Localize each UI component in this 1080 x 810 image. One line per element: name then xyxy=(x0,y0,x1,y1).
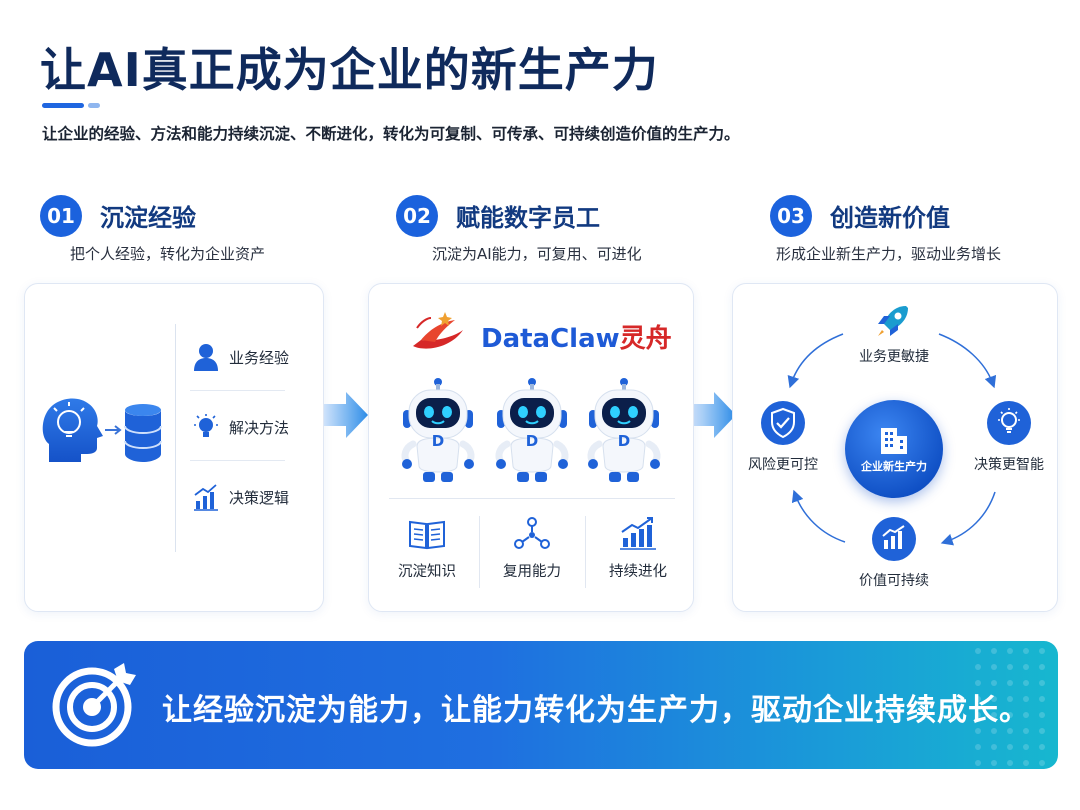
step-title: 赋能数字员工 xyxy=(456,204,600,232)
flow-arrow-icon xyxy=(324,392,368,438)
slogan-text: 让经验沉淀为能力，让能力转化为生产力，驱动企业持续成长。 xyxy=(162,693,1030,728)
target-icon xyxy=(52,663,136,747)
step-title: 创造新价值 xyxy=(830,204,950,232)
page-subtitle: 让企业的经验、方法和能力持续沉淀、不断进化，转化为可复制、可传承、可持续创造价值… xyxy=(42,125,740,143)
feature-reuse: 复用能力 xyxy=(482,516,582,581)
person-icon xyxy=(194,344,218,371)
step-description: 形成企业新生产力，驱动业务增长 xyxy=(776,245,1002,263)
lightbulb-icon xyxy=(194,414,218,437)
page-title: 让AI真正成为企业的新生产力 xyxy=(40,43,659,97)
dataclaw-logo-icon xyxy=(413,312,463,349)
dot-pattern xyxy=(975,648,1045,766)
robot-icon: D xyxy=(493,376,571,490)
value-panel: 企业新生产力 业务更敏捷 决策更智能 价值可持续 xyxy=(732,283,1058,612)
slogan-banner: 让经验沉淀为能力，让能力转化为生产力，驱动企业持续成长。 xyxy=(24,641,1058,769)
feature-label: 复用能力 xyxy=(503,564,561,580)
feature-knowledge: 沉淀知识 xyxy=(377,516,477,581)
robot-icon: D xyxy=(585,376,663,490)
panel1-item-experience: 业务经验 xyxy=(193,342,289,372)
head-to-database-icon xyxy=(42,398,162,462)
bar-chart-icon xyxy=(194,484,218,511)
cycle-arrows xyxy=(787,333,997,546)
node-smart: 决策更智能 xyxy=(961,400,1057,474)
flow-arrow-icon xyxy=(692,392,736,438)
book-icon xyxy=(409,520,445,550)
panel1-item-logic: 决策逻辑 xyxy=(193,482,289,512)
step-description: 把个人经验，转化为企业资产 xyxy=(70,245,266,263)
lightbulb-icon xyxy=(987,401,1031,445)
node-sustainable: 价值可持续 xyxy=(846,516,942,590)
rocket-icon xyxy=(878,306,908,336)
robot-icon: D xyxy=(399,376,477,490)
core-productivity-node: 企业新生产力 xyxy=(845,400,943,498)
feature-evolve: 持续进化 xyxy=(588,516,688,581)
node-agile: 业务更敏捷 xyxy=(846,302,942,366)
step-number: 01 xyxy=(40,195,82,237)
title-underline xyxy=(42,103,100,108)
node-risk: 风险更可控 xyxy=(735,400,831,474)
building-icon xyxy=(881,428,907,454)
item-label: 解决方法 xyxy=(229,418,290,437)
brand-name: DataClaw灵舟 xyxy=(481,324,672,354)
panel1-item-method: 解决方法 xyxy=(193,412,289,442)
step-number: 02 xyxy=(396,195,438,237)
step-description: 沉淀为AI能力，可复用、可进化 xyxy=(432,245,642,263)
item-label: 业务经验 xyxy=(229,348,290,367)
bar-chart-icon xyxy=(872,517,916,561)
item-label: 决策逻辑 xyxy=(229,488,290,507)
feature-label: 持续进化 xyxy=(609,564,667,580)
growth-chart-icon xyxy=(620,517,656,550)
digital-employee-panel: DataClaw灵舟 D D D 沉淀知识 复用能力 xyxy=(368,283,694,612)
experience-panel: 业务经验 解决方法 决策逻辑 xyxy=(24,283,324,612)
step-number: 03 xyxy=(770,195,812,237)
feature-label: 沉淀知识 xyxy=(398,564,456,580)
shield-check-icon xyxy=(761,401,805,445)
step-title: 沉淀经验 xyxy=(100,204,196,232)
network-icon xyxy=(514,517,550,549)
